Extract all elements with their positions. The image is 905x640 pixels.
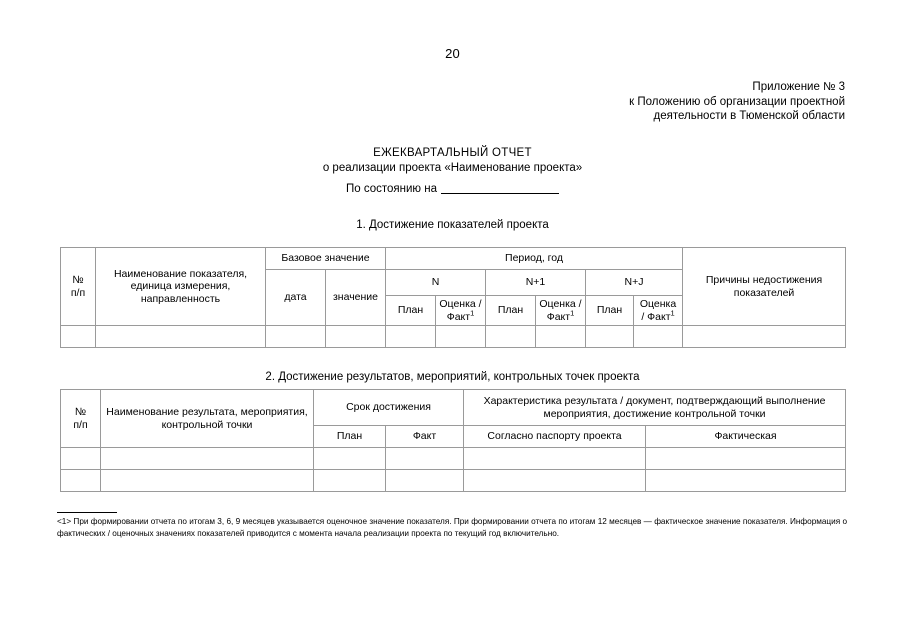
header-deadline-plan: План	[313, 425, 386, 448]
cell-base-date[interactable]	[265, 325, 326, 348]
status-date-line: По состоянию на	[0, 183, 905, 195]
cell-n-plan[interactable]	[385, 325, 436, 348]
footnote-marker-n: 1	[470, 308, 475, 317]
header-period-nj: N+J	[584, 269, 684, 296]
header-characteristic: Характеристика результата / документ, по…	[463, 389, 847, 426]
cell-nj-plan[interactable]	[585, 325, 634, 348]
cell-number[interactable]	[60, 469, 101, 492]
cell-passport[interactable]	[463, 447, 647, 470]
table-row: № п/п Наименование показателя, единица и…	[60, 247, 847, 326]
header-number: № п/п	[60, 389, 101, 448]
table-row: План Факт Согласно паспорту проекта Факт…	[61, 425, 847, 448]
header-n1-estimate-fact-text: Оценка / Факт	[539, 298, 582, 323]
table-results: № п/п Наименование результата, мероприят…	[60, 389, 847, 492]
cell-n-fact[interactable]	[435, 325, 486, 348]
cell-number[interactable]	[60, 447, 101, 470]
header-number-line-1: №	[74, 406, 87, 418]
cell-name[interactable]	[95, 325, 266, 348]
header-nj-plan: План	[585, 295, 634, 326]
approval-line-2: к Положению об организации проектной	[629, 95, 845, 108]
document-title-line-1: ЕЖЕКВАРТАЛЬНЫЙ ОТЧЕТ	[373, 147, 532, 159]
cell-base-amount[interactable]	[325, 325, 386, 348]
footnote-marker-nj: 1	[670, 308, 675, 317]
header-period-n: N	[385, 269, 486, 296]
header-number-line-2: п/п	[70, 286, 86, 299]
table-row	[60, 469, 847, 492]
cell-plan[interactable]	[313, 469, 386, 492]
table-row: № п/п Наименование результата, мероприят…	[60, 389, 847, 448]
cell-name[interactable]	[100, 447, 314, 470]
document-title: ЕЖЕКВАРТАЛЬНЫЙ ОТЧЕТ о реализации проект…	[0, 146, 905, 176]
cell-plan[interactable]	[313, 447, 386, 470]
cell-n1-fact[interactable]	[535, 325, 586, 348]
header-deadline: Срок достижения	[312, 389, 465, 426]
cell-passport[interactable]	[463, 469, 647, 492]
header-nj-estimate-fact-text: Оценка / Факт	[639, 298, 677, 323]
table-row: План Оценка / Факт1 План Оценка / Факт1 …	[61, 295, 846, 326]
header-nj-estimate-fact: Оценка / Факт1	[632, 295, 684, 326]
document-title-line-2: о реализации проекта «Наименование проек…	[322, 162, 583, 174]
header-base-value: Базовое значение	[265, 247, 386, 270]
cell-name[interactable]	[100, 469, 314, 492]
header-n-estimate-fact: Оценка / Факт1	[435, 295, 486, 326]
approval-line-3: деятельности в Тюменской области	[653, 110, 845, 122]
header-deadline-fact: Факт	[384, 425, 465, 448]
header-n-estimate-fact-text: Оценка / Факт	[439, 298, 482, 323]
approval-line-1: Приложение № 3	[752, 81, 845, 93]
header-number: № п/п	[60, 247, 96, 326]
header-reasons: Причины недостижения показателей	[682, 247, 847, 326]
header-char-passport: Согласно паспорту проекта	[463, 425, 647, 448]
header-n-plan: План	[385, 295, 436, 326]
cell-n1-plan[interactable]	[485, 325, 536, 348]
cell-actual[interactable]	[645, 469, 847, 492]
table-row	[60, 325, 847, 348]
header-period-n1: N+1	[485, 269, 586, 296]
header-base-date: дата	[265, 269, 326, 326]
cell-number[interactable]	[60, 325, 96, 348]
table-indicators: № п/п Наименование показателя, единица и…	[60, 247, 847, 348]
table-row: дата значение N N+1 N+J	[61, 269, 846, 326]
header-number-line-1: №	[72, 274, 84, 286]
header-result-name: Наименование результата, мероприятия, ко…	[100, 389, 314, 448]
header-n1-plan: План	[485, 295, 536, 326]
section-heading-2: 2. Достижение результатов, мероприятий, …	[265, 371, 640, 383]
header-n1-estimate-fact: Оценка / Факт1	[535, 295, 586, 326]
header-base-amount: значение	[325, 269, 386, 326]
status-date-label: По состоянию на	[346, 183, 437, 195]
table-row	[60, 447, 847, 470]
footnote-text: <1> При формировании отчета по итогам 3,…	[57, 517, 847, 538]
approval-block: Приложение № 3 к Положению об организаци…	[629, 80, 845, 124]
cell-fact[interactable]	[384, 447, 465, 470]
header-char-actual: Фактическая	[645, 425, 847, 448]
footnote-marker-n1: 1	[570, 308, 575, 317]
cell-fact[interactable]	[384, 469, 465, 492]
cell-nj-fact[interactable]	[632, 325, 684, 348]
header-indicator-name: Наименование показателя, единица измерен…	[95, 247, 266, 326]
cell-actual[interactable]	[645, 447, 847, 470]
footnote-separator	[57, 512, 117, 513]
page-number: 20	[445, 46, 460, 61]
cell-reasons[interactable]	[682, 325, 847, 348]
status-date-blank	[440, 193, 559, 194]
header-period: Период, год	[384, 247, 684, 270]
section-heading-1: 1. Достижение показателей проекта	[356, 219, 549, 231]
header-number-line-2: п/п	[73, 418, 88, 431]
